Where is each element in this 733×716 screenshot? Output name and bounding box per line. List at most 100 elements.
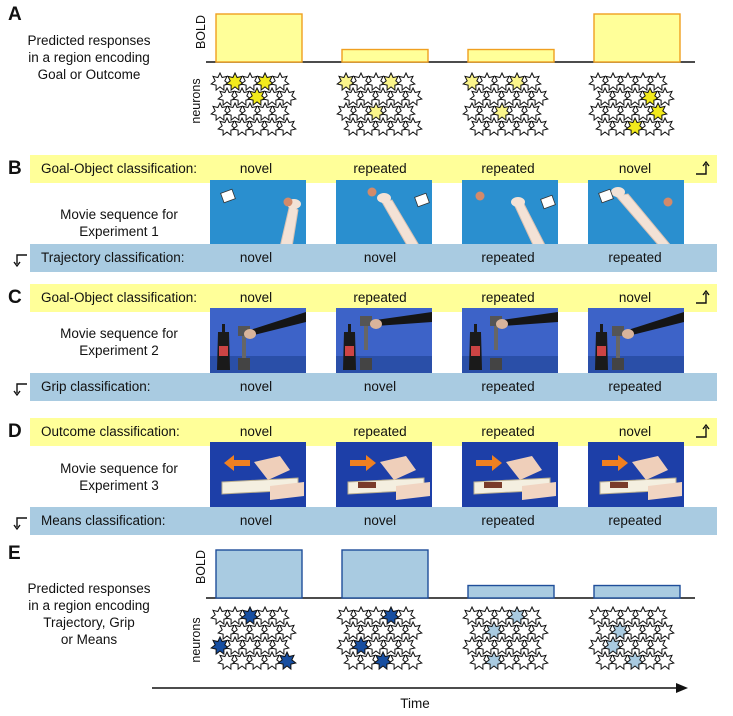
neuron-star-icon (358, 650, 378, 671)
movie-exp1-frame-4 (588, 180, 684, 247)
arrow-right-icon (602, 455, 628, 471)
neuron-star-icon (492, 101, 512, 122)
neuron-star-icon (507, 606, 527, 626)
neuron-star-icon (603, 72, 623, 92)
neuron-star-icon (403, 650, 423, 671)
neuron-star-icon (655, 620, 675, 641)
classification-value: repeated (481, 290, 535, 305)
neuron-star-icon (477, 72, 497, 92)
classification-value: novel (618, 290, 652, 305)
neuron-star-icon (499, 86, 519, 107)
arm-shape (279, 203, 299, 247)
box-compartment (484, 482, 502, 488)
hand-shape (244, 329, 256, 339)
hand-shape (632, 456, 668, 480)
neurons-axis-label: neurons (189, 617, 203, 663)
dumbbell-base (360, 358, 372, 370)
arm-shape (381, 199, 421, 247)
neurons-a-cluster-1 (210, 72, 297, 137)
neuron-star-icon (618, 606, 638, 626)
grip-classification-label: Grip classification: (41, 379, 151, 394)
neuron-star-icon (477, 606, 497, 626)
neuron-star-icon (625, 116, 645, 137)
classification-value: repeated (481, 424, 535, 439)
panel-e-caption: Predicted responses in a region encoding… (14, 580, 164, 648)
panel-a-bold-chart (206, 13, 695, 63)
classification-value: novel (239, 513, 273, 528)
panel-d-means-band: Means classification: novel novel repeat… (30, 507, 717, 535)
neuron-star-icon (529, 620, 549, 641)
dumbbell-base (238, 358, 250, 370)
neuron-star-icon (640, 116, 660, 137)
means-classification-label: Means classification: (41, 513, 166, 528)
hand-shape (622, 329, 634, 339)
hand-shape (611, 187, 625, 197)
neuron-star-icon (343, 620, 363, 641)
neuron-star-icon (499, 116, 519, 137)
caption-line: or Means (60, 632, 118, 647)
neuron-star-icon (633, 72, 653, 92)
neuron-star-icon (270, 635, 290, 656)
hand-shape (506, 456, 542, 480)
classification-value: novel (618, 424, 652, 439)
neuron-star-icon (529, 650, 549, 671)
neuron-star-icon (529, 86, 549, 107)
neuron-star-icon (240, 635, 260, 656)
movie-exp2-frame-1 (210, 308, 306, 375)
dumbbell-top (612, 326, 624, 336)
neuron-star-icon (343, 650, 363, 671)
neuron-star-icon (603, 635, 623, 656)
classification-value: novel (239, 424, 273, 439)
classification-value: repeated (481, 513, 535, 528)
neuron-star-icon (595, 86, 615, 107)
neuron-star-icon (210, 72, 230, 92)
corner-arrow-up-icon (696, 289, 710, 304)
neuron-star-icon (388, 620, 408, 641)
classification-value: repeated (353, 424, 407, 439)
bold-a-bar-1 (215, 13, 303, 63)
neuron-star-icon (270, 72, 290, 92)
neuron-star-icon (277, 650, 297, 671)
neuron-star-icon (240, 72, 260, 92)
neuron-star-icon (514, 116, 534, 137)
neuron-star-icon (588, 606, 608, 626)
neuron-star-icon (381, 72, 401, 92)
neuron-star-icon (633, 635, 653, 656)
caption-line: Movie sequence for (60, 326, 178, 341)
corner-arrow-down-icon (13, 517, 27, 531)
neuron-star-icon (247, 116, 267, 137)
neuron-star-icon (469, 86, 489, 107)
classification-value: repeated (608, 513, 662, 528)
panel-a-letter: A (8, 4, 22, 25)
neuron-star-icon (373, 116, 393, 137)
corner-arrow-up-icon (696, 423, 710, 438)
movie-exp3-frame-2 (336, 442, 432, 509)
neuron-star-icon (255, 72, 275, 92)
neuron-star-icon (388, 86, 408, 107)
caption-line: Experiment 1 (79, 224, 159, 239)
neuron-star-icon (610, 86, 630, 107)
neuron-star-icon (625, 650, 645, 671)
movie-exp1-frame-1 (210, 180, 306, 247)
neuron-star-icon (396, 101, 416, 122)
movie-exp2-frame-4 (588, 308, 684, 375)
time-axis-label: Time (400, 696, 430, 711)
time-arrow (152, 683, 688, 693)
neuron-star-icon (633, 606, 653, 626)
bottle-label (345, 346, 354, 356)
neuron-star-icon (366, 72, 386, 92)
bottle-label (597, 346, 606, 356)
classification-value: repeated (353, 161, 407, 176)
bold-e-bar-1 (215, 549, 303, 599)
caption-line: in a region encoding (28, 598, 150, 613)
neuron-star-icon (210, 635, 230, 656)
neuron-star-icon (351, 606, 371, 626)
neuron-star-icon (210, 101, 230, 122)
neuron-star-icon (277, 86, 297, 107)
panel-b-means-band: Trajectory classification: novel novel r… (30, 244, 717, 272)
panel-c-letter: C (8, 287, 22, 308)
neuron-star-icon (477, 635, 497, 656)
neuron-star-icon (484, 620, 504, 641)
neuron-star-icon (640, 620, 660, 641)
hand-shape (380, 456, 416, 480)
